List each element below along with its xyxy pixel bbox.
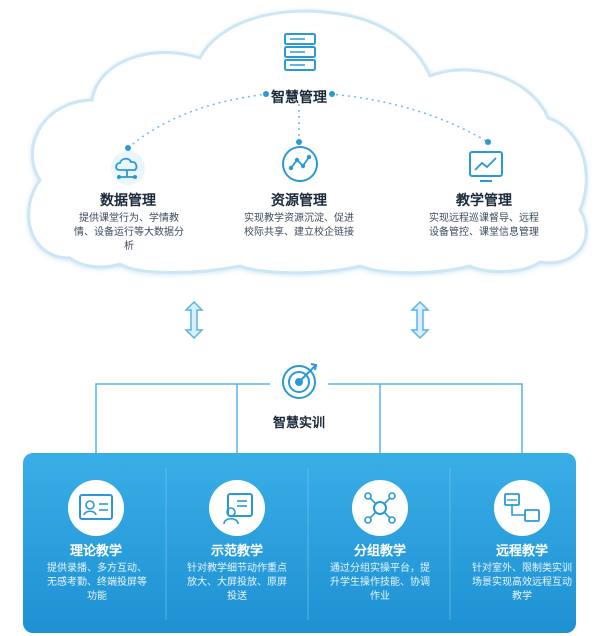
id-card-icon [79,494,113,520]
share-nodes-icon [282,146,318,182]
cloud-item-desc-2: 实现远程巡课督导、远程设备管控、课堂信息管理 [429,213,539,238]
group-nodes-icon [364,492,396,524]
cloud-item-desc-0: 提供课堂行为、学情教情、设备运行等大数据分析 [74,213,184,252]
bottom-item-desc-3: 针对室外、限制类实训场景实现高效远程互动教学 [472,563,572,602]
monitor-chart-icon [469,151,503,182]
right-double-arrow-icon [410,300,430,340]
cloud-item-title-0: 数据管理 [100,193,156,209]
cloud-network-icon [111,151,145,185]
hub-title: 智慧实训 [272,416,325,431]
bottom-item-desc-1: 针对教学细节动作重点放大、大屏投放、原屏投送 [187,563,287,602]
cloud-item-title-2: 教学管理 [456,193,512,209]
server-icon [284,33,316,71]
cloud-dotted-connector [127,93,489,149]
bottom-item-title-0: 理论教学 [69,544,122,559]
target-icon [282,363,318,399]
bottom-panel [23,453,576,633]
bottom-item-desc-0: 提供录播、多方互动、无感考勤、终端投屏等功能 [47,563,147,602]
cloud-item-desc-1: 实现教学资源沉淀、促进校际共享、建立校企链接 [244,213,354,238]
cloud-title: 智慧管理 [271,90,327,106]
cloud-shape [27,9,588,275]
bottom-item-title-3: 远程教学 [495,544,548,559]
bottom-item-title-2: 分组教学 [353,544,406,559]
remote-screens-icon [504,493,540,522]
teacher-board-icon [223,493,253,525]
cloud-item-title-1: 资源管理 [271,193,327,209]
bottom-item-title-1: 示范教学 [210,544,263,559]
left-double-arrow-icon [184,300,204,340]
bottom-item-desc-2: 通过分组实操平台，提升学生操作技能、协调作业 [330,563,430,602]
